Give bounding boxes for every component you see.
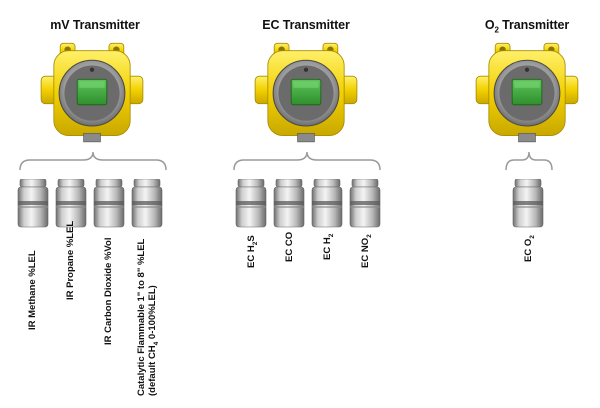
label-ir-propane: IR Propane %LEL xyxy=(65,220,76,300)
sensor-ec-h2 xyxy=(311,179,343,228)
o2-sensor-bracket xyxy=(505,151,553,171)
mv-transmitter-image xyxy=(40,42,144,143)
sensor-ir-co2 xyxy=(93,179,125,228)
sensor-catalytic xyxy=(131,179,163,228)
o2-transmitter-title: O2 Transmitter xyxy=(484,18,570,35)
mv-sensor-bracket xyxy=(19,151,167,171)
label-ec-h2s: EC H2S xyxy=(246,235,259,268)
sensor-ec-o2 xyxy=(512,179,544,228)
o2-transmitter-image xyxy=(475,42,579,143)
sensor-ir-methane xyxy=(17,179,49,228)
ec-transmitter-title: EC Transmitter xyxy=(262,18,350,32)
label-ec-no2: EC NO2 xyxy=(360,234,373,268)
label-catalytic-default: (default CH4 0-100%LEL) xyxy=(147,285,160,396)
label-catalytic: Catalytic Flammable 1" to 8" %LEL (defau… xyxy=(136,238,160,396)
sensor-ec-co xyxy=(273,179,305,228)
sensor-ec-h2s xyxy=(235,179,267,228)
label-ir-co2: IR Carbon Dioxide %Vol xyxy=(103,237,114,345)
label-ec-o2: EC O2 xyxy=(523,235,536,262)
mv-transmitter-title: mV Transmitter xyxy=(50,18,140,32)
ec-transmitter-image xyxy=(254,42,358,143)
sensor-ec-no2 xyxy=(349,179,381,228)
label-ir-methane: IR Methane %LEL xyxy=(27,250,38,330)
label-ec-h2: EC H2 xyxy=(322,233,335,260)
ec-sensor-bracket xyxy=(233,151,381,171)
label-ec-co: EC CO xyxy=(284,231,295,262)
